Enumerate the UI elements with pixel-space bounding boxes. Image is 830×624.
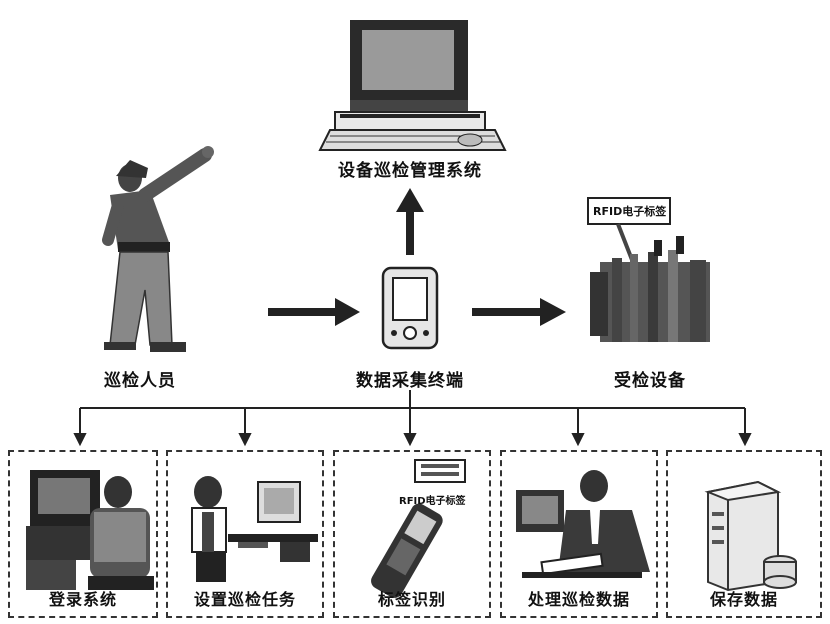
step-box-tag-recognition: RFID电子标签 标签识别 <box>333 450 491 618</box>
step-label-save-data: 保存数据 <box>709 590 779 609</box>
equipment-label: 受检设备 <box>614 371 686 391</box>
step-label-process-data: 处理巡检数据 <box>527 590 631 609</box>
management-computer-icon <box>318 20 507 151</box>
inspector-icon <box>102 146 214 352</box>
handheld-scanner-icon <box>371 459 466 598</box>
management-system-label: 设备巡检管理系统 <box>338 161 482 181</box>
step-box-set-task: 设置巡检任务 <box>166 450 324 618</box>
arrow-right-icon <box>472 298 566 326</box>
step-box-process-data: 处理巡检数据 <box>500 450 658 618</box>
tree-connector <box>73 390 752 447</box>
businessman-reading-icon <box>516 470 650 578</box>
server-icon <box>704 480 797 592</box>
inspector-label: 巡检人员 <box>104 371 176 391</box>
step-label-tag-recognition: 标签识别 <box>377 590 447 609</box>
arrow-up-icon <box>396 188 424 255</box>
step-label-set-task: 设置巡检任务 <box>193 590 297 609</box>
computer-operator-icon <box>26 470 154 590</box>
data-terminal-icon <box>381 266 439 350</box>
arrow-right-icon <box>268 298 360 326</box>
step-box-login: 登录系统 <box>8 450 158 618</box>
terminal-label: 数据采集终端 <box>356 371 464 391</box>
equipment-transformer-icon <box>587 197 710 342</box>
scanner-tag-label: RFID电子标签 <box>399 496 466 507</box>
rfid-tag-label: RFID电子标签 <box>593 205 667 218</box>
step-label-login: 登录系统 <box>48 590 118 609</box>
step-box-save-data: 保存数据 <box>666 450 822 618</box>
office-desk-icon <box>191 476 318 582</box>
